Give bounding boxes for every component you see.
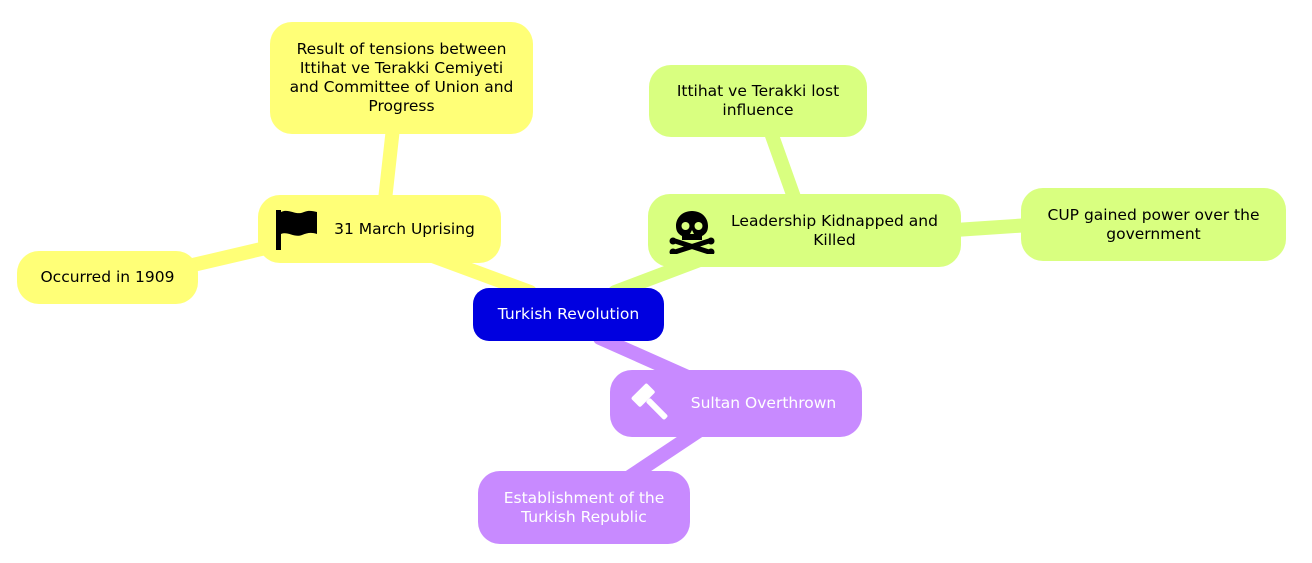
tensions-label: Result of tensions between Ittihat ve Te… bbox=[289, 40, 514, 115]
gavel-icon bbox=[624, 381, 679, 427]
cup-label: CUP gained power over the government bbox=[1047, 205, 1260, 243]
republic-label: Establishment of the Turkish Republic bbox=[503, 488, 665, 526]
influence-label: Ittihat ve Terakki lost influence bbox=[676, 82, 840, 119]
year-node[interactable]: Occurred in 1909 bbox=[17, 251, 198, 304]
leadership-label: Leadership Kidnapped and Killed bbox=[731, 211, 938, 249]
link-leadership-cup bbox=[948, 218, 1037, 237]
root-node[interactable]: Turkish Revolution bbox=[473, 288, 664, 341]
tensions-node[interactable]: Result of tensions between Ittihat ve Te… bbox=[270, 22, 533, 134]
uprising-node[interactable]: 31 March Uprising bbox=[258, 195, 501, 263]
link-leadership-influence bbox=[763, 123, 802, 207]
sultan-node[interactable]: Sultan Overthrown bbox=[610, 370, 862, 437]
uprising-label: 31 March Uprising bbox=[334, 219, 475, 238]
leadership-node[interactable]: Leadership Kidnapped and Killed bbox=[648, 194, 961, 267]
cup-node[interactable]: CUP gained power over the government bbox=[1021, 188, 1286, 261]
influence-node[interactable]: Ittihat ve Terakki lost influence bbox=[649, 65, 867, 137]
skull-crossbones-icon bbox=[662, 208, 722, 254]
link-uprising-tensions bbox=[378, 121, 400, 207]
flag-icon bbox=[272, 208, 322, 250]
link-sultan-republic bbox=[621, 423, 707, 485]
sultan-label: Sultan Overthrown bbox=[690, 394, 837, 412]
republic-node[interactable]: Establishment of the Turkish Republic bbox=[478, 471, 690, 544]
root-label: Turkish Revolution bbox=[497, 305, 640, 323]
year-label: Occurred in 1909 bbox=[40, 268, 175, 286]
